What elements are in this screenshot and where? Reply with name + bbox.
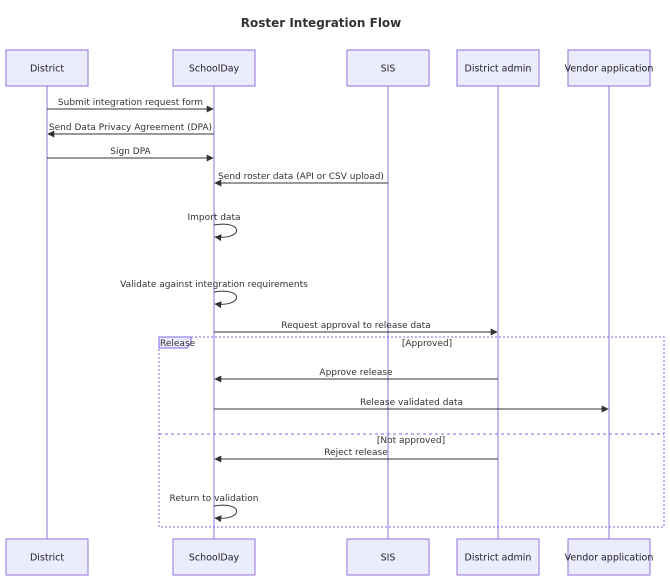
self-message-arrow-4 [213,223,237,242]
participant-schoolday-top-label: SchoolDay [189,64,240,75]
participant-district-top-label: District [30,64,64,75]
participant-sis-bottom-box [346,538,430,576]
self-message-arrow-5 [213,290,237,309]
participant-sis-top-label: SIS [381,64,396,75]
participant-vendor-top-box [567,49,651,87]
participant-sis-bottom-label: SIS [381,553,396,564]
message-label-8: Release validated data [360,398,463,408]
participant-schoolday-bottom-box [172,538,256,576]
participant-admin-top-box [456,49,540,87]
fragment-label-box [158,336,192,349]
message-label-9: Reject release [324,448,388,458]
release-fragment: Release [Approved] [Not approved] [158,336,665,528]
message-label-3: Send roster data (API or CSV upload) [218,172,384,182]
participant-admin-bottom-label: District admin [465,553,532,564]
participant-schoolday-top-box [172,49,256,87]
message-label-0: Submit integration request form [58,98,203,108]
participant-vendor-bottom-label: Vendor application [565,553,654,564]
message-label-1: Send Data Privacy Agreement (DPA) [49,123,212,133]
self-message-label-5: Validate against integration requirement… [120,280,308,290]
participant-district-top-box [5,49,89,87]
participant-sis-top-box [346,49,430,87]
participant-district-bottom-label: District [30,553,64,564]
participant-vendor-bottom-box [567,538,651,576]
participant-schoolday-bottom-label: SchoolDay [189,553,240,564]
lifelines [46,86,610,539]
diagram-title: Roster Integration Flow [241,16,402,30]
self-message-label-4: Import data [187,213,240,223]
fragment-label: Release [160,339,196,349]
participant-admin-top-label: District admin [465,64,532,75]
fragment-box [158,336,665,528]
condition-not-approved: [Not approved] [377,436,445,446]
participant-district-bottom-box [5,538,89,576]
message-label-7: Approve release [319,368,393,378]
participants: DistrictDistrictSchoolDaySchoolDaySISSIS… [5,49,654,576]
message-label-6: Request approval to release data [281,321,430,331]
condition-approved: [Approved] [402,339,452,349]
self-message-label-10: Return to validation [170,494,259,504]
self-message-arrow-10 [213,504,237,523]
participant-admin-bottom-box [456,538,540,576]
participant-vendor-top-label: Vendor application [565,64,654,75]
message-label-2: Sign DPA [110,147,151,157]
